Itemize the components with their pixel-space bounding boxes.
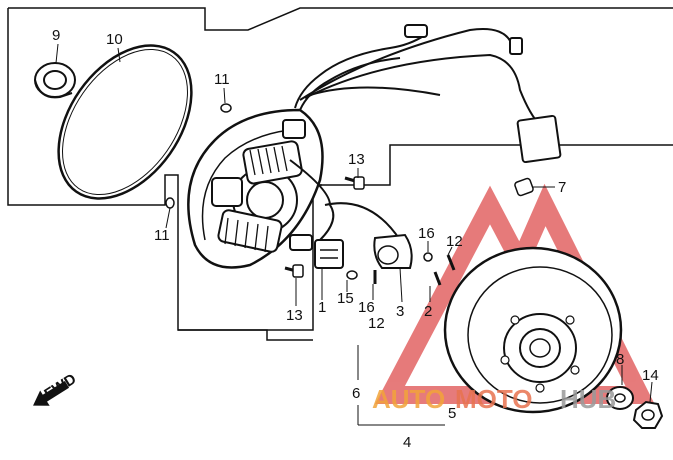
watermark-moto: MOTO bbox=[455, 384, 533, 414]
callout-5: 5 bbox=[448, 405, 456, 422]
callout-2: 2 bbox=[424, 303, 432, 320]
fwd-arrow-icon bbox=[33, 381, 70, 406]
callout-9: 9 bbox=[52, 27, 60, 44]
callout-14: 14 bbox=[642, 367, 659, 384]
callout-13-top: 13 bbox=[348, 151, 365, 168]
callout-6: 6 bbox=[352, 385, 360, 402]
callout-16-lower: 16 bbox=[358, 299, 375, 316]
watermark-hub: HUB bbox=[560, 384, 616, 414]
watermark-text: AUTO MOTO HUB bbox=[372, 384, 616, 414]
callout-10: 10 bbox=[106, 31, 123, 48]
flywheel-rotor-part bbox=[443, 246, 623, 414]
pulser-coil-part bbox=[314, 239, 344, 269]
small-fasteners bbox=[284, 176, 534, 286]
exciter-coil-part bbox=[373, 233, 413, 269]
callout-4: 4 bbox=[403, 434, 411, 451]
callout-12-upper: 12 bbox=[446, 233, 463, 250]
callout-16-upper: 16 bbox=[418, 225, 435, 242]
fwd-label: FWD bbox=[41, 370, 79, 403]
callout-7: 7 bbox=[558, 179, 566, 196]
callout-1: 1 bbox=[318, 299, 326, 316]
dowel-pin-part bbox=[165, 103, 232, 209]
wire-harness bbox=[289, 24, 562, 241]
flange-nut-part bbox=[632, 400, 664, 429]
callout-13-bottom: 13 bbox=[286, 307, 303, 324]
callout-3: 3 bbox=[396, 303, 404, 320]
watermark-auto: AUTO bbox=[372, 384, 445, 414]
callout-15: 15 bbox=[337, 290, 354, 307]
o-ring-part bbox=[57, 44, 193, 200]
callout-11-left: 11 bbox=[154, 227, 170, 244]
leader-lines bbox=[55, 43, 653, 426]
oil-seal-part bbox=[34, 62, 76, 99]
stator-plate-part bbox=[187, 108, 324, 269]
washer-part bbox=[606, 386, 634, 410]
callout-8: 8 bbox=[616, 351, 624, 368]
callout-12-lower: 12 bbox=[368, 315, 385, 332]
callout-11-top: 11 bbox=[214, 71, 230, 88]
